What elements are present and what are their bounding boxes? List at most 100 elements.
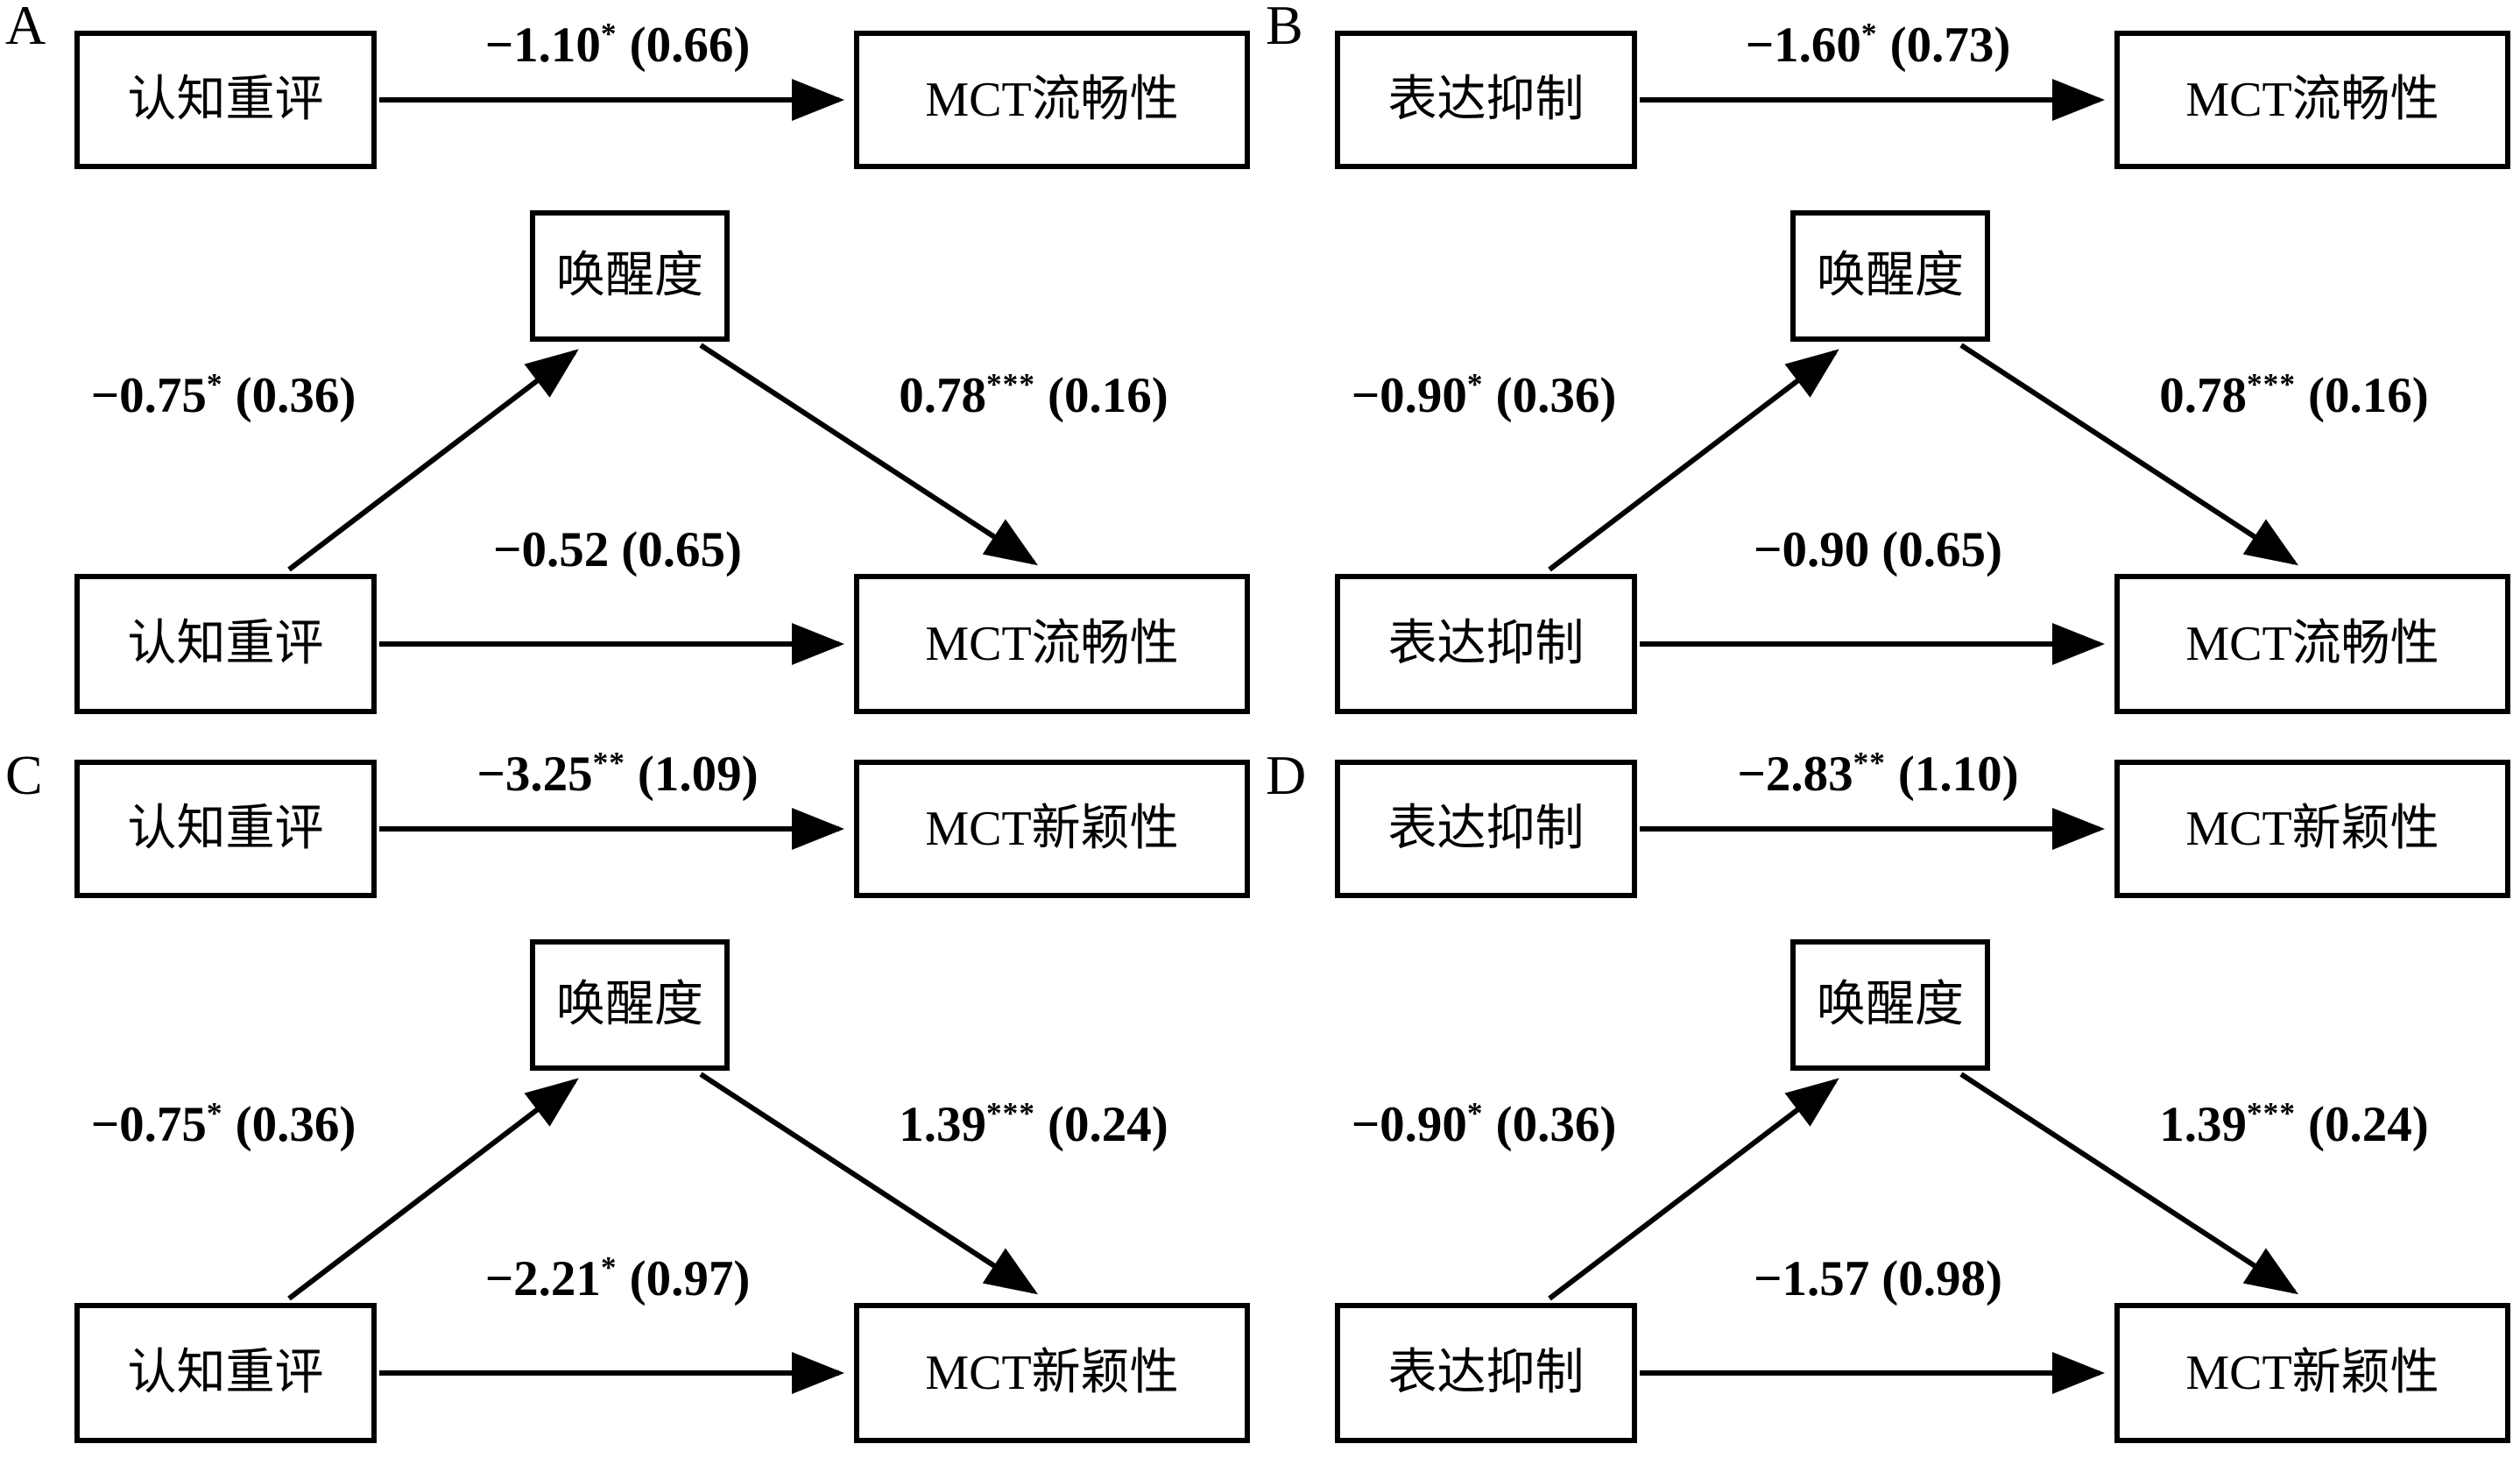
outcome-label: MCT流畅性 [2185,617,2439,671]
outcome-label: MCT新颖性 [2185,802,2439,856]
mediator-box: 唤醒度 [530,210,730,342]
panel-label: B [1266,0,1303,56]
outcome-label: MCT流畅性 [2185,73,2439,127]
predictor-label: 表达抑制 [1387,802,1585,856]
a-path-coefficient: −0.75* (0.36) [18,367,429,424]
outcome-box-mediation: MCT流畅性 [854,574,1250,714]
total-effect-coefficient: −3.25** (1.09) [385,746,850,803]
a-coef-se: (0.36) [1495,368,1617,423]
a-path-arrow [287,349,579,572]
a-coef-stars: * [1466,1096,1484,1130]
total-coef-se: (1.10) [1897,747,2019,802]
b-path-arrow [699,343,1039,566]
direct-effect-coefficient: −1.57(0.98) [1646,1251,2110,1307]
b-coef-se: (0.24) [1048,1097,1168,1152]
b-path-arrow [699,1072,1039,1295]
mediator-box: 唤醒度 [1790,210,1990,342]
outcome-box-total: MCT流畅性 [854,31,1250,169]
predictor-label: 认知重评 [127,1346,324,1400]
mediator-label: 唤醒度 [556,978,703,1032]
total-coef-stars: * [600,17,618,51]
b-path-coefficient: 1.39*** (0.24) [832,1096,1235,1153]
b-path-arrow [1959,1072,2299,1295]
total-coef-value: −3.25 [476,747,593,802]
mediator-label: 唤醒度 [1817,249,1964,303]
b-coef-stars: *** [2247,367,2297,401]
a-coef-stars: * [1466,367,1484,401]
a-coef-se: (0.36) [1495,1097,1617,1152]
b-path-coefficient: 1.39*** (0.24) [2093,1096,2495,1153]
predictor-label: 认知重评 [127,802,324,856]
direct-coef-value: −2.21 [484,1251,601,1306]
panel-b: B 表达抑制 MCT流畅性 −1.60*(0.73) 唤醒度 −0.90*(0.… [1260,0,2520,729]
predictor-box-total: 认知重评 [74,760,377,898]
b-coef-value: 0.78 [2159,368,2248,423]
total-coef-value: −2.83 [1737,747,1853,802]
direct-coef-value: −0.90 [1754,522,1870,577]
outcome-box-total: MCT新颖性 [854,760,1250,898]
a-coef-se: (0.36) [235,368,356,423]
direct-coef-value: −1.57 [1754,1251,1870,1306]
predictor-box-mediation: 表达抑制 [1335,1303,1637,1443]
b-coef-se: (0.24) [2308,1097,2429,1152]
panel-d: D 表达抑制 MCT新颖性 −2.83**(1.10) 唤醒度 −0.90*(0… [1260,729,2520,1458]
mediator-label: 唤醒度 [556,249,703,303]
b-coef-se: (0.16) [2308,368,2429,423]
total-coef-se: (0.73) [1889,18,2011,73]
b-coef-value: 0.78 [899,368,987,423]
total-coef-se: (1.09) [637,747,759,802]
panel-label: C [5,744,43,806]
direct-coef-value: −0.52 [493,522,610,577]
a-coef-stars: * [206,367,223,401]
direct-coef-se: (0.65) [621,522,742,577]
panel-c-arrows [287,808,1039,1394]
panel-c: C 认知重评 MCT新颖性 −3.25** (1.09) 唤醒度 −0.75* (0… [0,729,1260,1458]
a-path-arrow [287,1078,579,1301]
a-coef-value: −0.75 [90,1097,207,1152]
total-coef-stars: ** [1853,746,1886,780]
direct-coef-se: (0.98) [1881,1251,2002,1306]
predictor-label: 认知重评 [127,73,324,127]
b-coef-stars: *** [986,367,1036,401]
outcome-box-mediation: MCT新颖性 [854,1303,1250,1443]
predictor-box-total: 表达抑制 [1335,760,1637,898]
mediator-box: 唤醒度 [530,939,730,1071]
outcome-label: MCT新颖性 [925,1346,1179,1400]
total-effect-coefficient: −1.60* (0.73) [1646,17,2110,74]
total-effect-coefficient: −1.10* (0.66) [385,17,850,74]
direct-effect-coefficient: −2.21*(0.97) [385,1250,850,1307]
b-coef-stars: *** [2247,1096,2297,1130]
outcome-box-total: MCT新颖性 [2114,760,2510,898]
b-coef-value: 1.39 [2159,1097,2248,1152]
total-effect-coefficient: −2.83** (1.10) [1646,746,2110,803]
total-coef-value: −1.10 [484,18,601,73]
b-path-coefficient: 0.78*** (0.16) [2093,367,2495,424]
outcome-box-total: MCT流畅性 [2114,31,2510,169]
predictor-box-mediation: 认知重评 [74,574,377,714]
predictor-box-total: 表达抑制 [1335,31,1637,169]
total-coef-value: −1.60 [1745,18,1861,73]
outcome-label: MCT新颖性 [925,802,1179,856]
total-coef-se: (0.66) [629,18,751,73]
total-coef-stars: * [1860,17,1878,51]
total-coef-stars: ** [592,746,625,780]
mediator-label: 唤醒度 [1817,978,1964,1032]
a-coef-se: (0.36) [235,1097,356,1152]
a-coef-value: −0.75 [90,368,207,423]
direct-effect-coefficient: −0.52(0.65) [385,522,850,578]
outcome-box-mediation: MCT流畅性 [2114,574,2510,714]
direct-coef-se: (0.97) [629,1251,751,1306]
a-coef-value: −0.90 [1351,1097,1467,1152]
a-coef-value: −0.90 [1351,368,1467,423]
predictor-label: 表达抑制 [1387,1346,1585,1400]
panel-a: A 认知重评 MCT流畅性 −1.10*(0.66) 唤醒度 −0.75*(0.… [0,0,1260,729]
b-coef-stars: *** [986,1096,1036,1130]
b-coef-value: 1.39 [899,1097,987,1152]
panel-a-arrows [287,79,1039,665]
panel-d-arrows [1548,808,2299,1394]
b-coef-se: (0.16) [1048,368,1168,423]
a-path-coefficient: −0.90* (0.36) [1278,367,1690,424]
a-coef-stars: * [206,1096,223,1130]
a-path-coefficient: −0.75* (0.36) [18,1096,429,1153]
